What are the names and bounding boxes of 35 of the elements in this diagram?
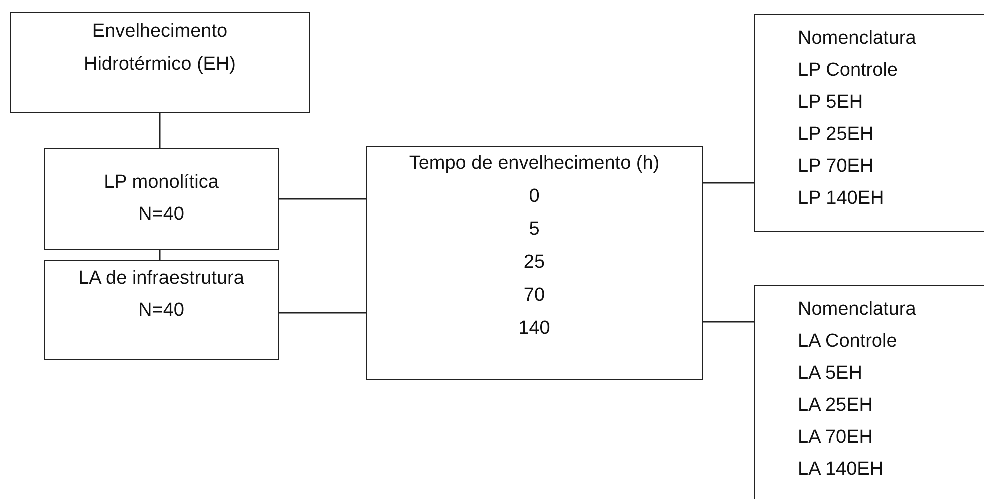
connector-line <box>703 321 754 323</box>
node-text: Nomenclatura <box>798 298 918 322</box>
connector-line <box>159 113 161 148</box>
node-text: LP 70EH <box>798 155 875 179</box>
node-text: 25 <box>522 251 546 275</box>
node-text: LP monolítica <box>103 171 220 195</box>
node-text: Tempo de envelhecimento (h) <box>408 152 661 176</box>
node-text: LA Controle <box>798 330 898 354</box>
connector-line <box>159 250 161 260</box>
node-text: Envelhecimento Hidrotérmico (EH) <box>82 20 238 77</box>
process-box <box>44 148 279 250</box>
node-text: Nomenclatura <box>798 27 918 51</box>
process-box <box>10 12 310 113</box>
node-text: 140 <box>518 317 552 341</box>
connector-line <box>279 198 366 200</box>
node-text: LA 5EH <box>798 362 864 386</box>
process-box <box>754 14 984 232</box>
node-text: LP 25EH <box>798 123 875 147</box>
node-text: 0 <box>528 185 541 209</box>
node-text: LP Controle <box>798 59 899 83</box>
node-text: LP 5EH <box>798 91 864 115</box>
node-text: N=40 <box>138 203 186 227</box>
node-text: LA 140EH <box>798 458 885 482</box>
node-text: 70 <box>522 284 546 308</box>
process-box <box>754 285 984 499</box>
node-text: LP 140EH <box>798 187 886 211</box>
node-text: LA 25EH <box>798 394 874 418</box>
connector-line <box>279 312 366 314</box>
process-box <box>366 146 703 380</box>
node-text: 5 <box>528 218 541 242</box>
connector-line <box>703 182 754 184</box>
node-text: LA 70EH <box>798 426 874 450</box>
node-text: LA de infraestrutura <box>78 267 246 291</box>
process-box <box>44 260 279 360</box>
node-text: N=40 <box>138 299 186 323</box>
